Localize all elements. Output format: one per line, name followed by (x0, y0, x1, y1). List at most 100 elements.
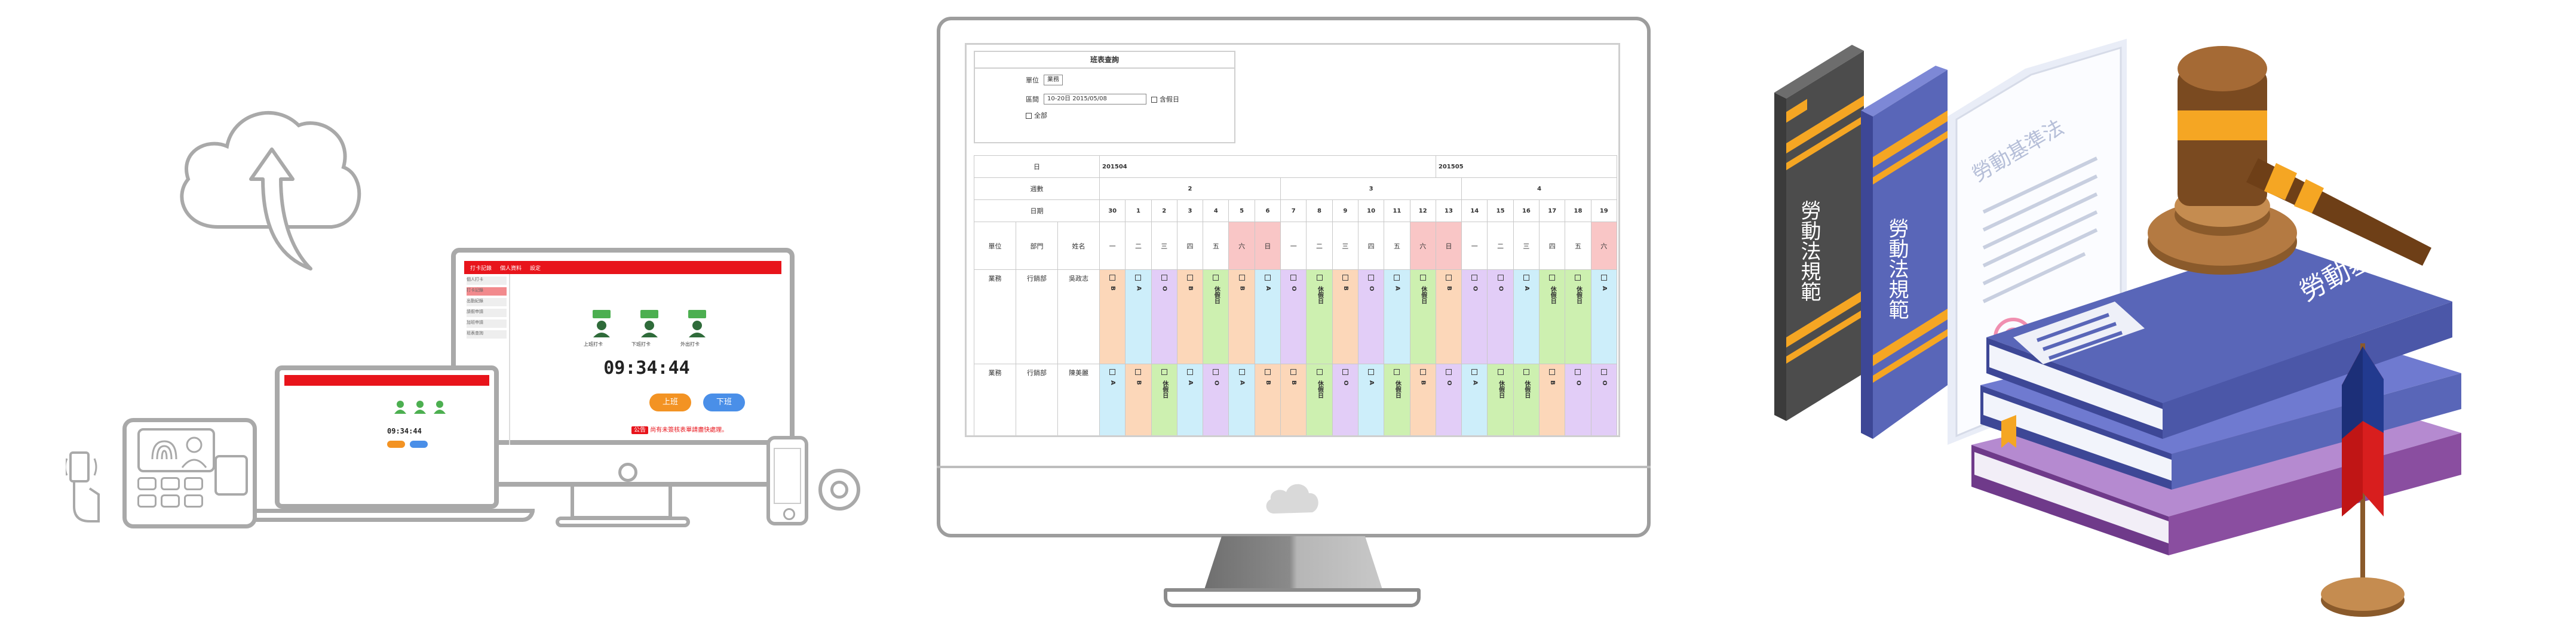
clock-in-button[interactable]: 上班 (649, 394, 691, 411)
punch-label[interactable]: 下班打卡 (631, 342, 651, 347)
sidebar-item[interactable]: 出勤紀錄 (467, 298, 507, 306)
shift-cell[interactable]: 休假日 (1384, 364, 1410, 435)
shift-checkbox[interactable] (1497, 369, 1504, 375)
shift-checkbox[interactable] (1213, 369, 1219, 375)
shift-checkbox[interactable] (1471, 275, 1478, 281)
shift-checkbox[interactable] (1549, 275, 1556, 281)
shift-checkbox[interactable] (1419, 275, 1426, 281)
shift-checkbox[interactable] (1446, 275, 1452, 281)
shift-checkbox[interactable] (1600, 369, 1607, 375)
shift-checkbox[interactable] (1109, 369, 1116, 375)
sidebar-item[interactable]: 班表查詢 (467, 330, 507, 339)
shift-checkbox[interactable] (1187, 275, 1194, 281)
sidebar-item[interactable]: 個人打卡 (467, 276, 507, 285)
laptop-clock-out-button[interactable] (410, 441, 428, 448)
show-all-checkbox[interactable]: 全部 (1026, 110, 1047, 120)
laptop-clock-in-button[interactable] (387, 441, 405, 448)
shift-checkbox[interactable] (1213, 275, 1219, 281)
shift-cell[interactable]: O (1280, 269, 1307, 364)
shift-cell[interactable]: B (1332, 269, 1358, 364)
shift-cell[interactable]: B (1125, 364, 1152, 435)
shift-cell[interactable]: O (1435, 364, 1462, 435)
app-bar-item[interactable]: 個人資料 (500, 265, 522, 272)
shift-checkbox[interactable] (1575, 369, 1581, 375)
shift-checkbox[interactable] (1135, 275, 1142, 281)
shift-checkbox[interactable] (1135, 369, 1142, 375)
shift-cell[interactable]: A (1228, 364, 1255, 435)
shift-checkbox[interactable] (1549, 369, 1556, 375)
shift-checkbox[interactable] (1161, 275, 1167, 281)
clock-out-button[interactable]: 下班 (703, 394, 745, 411)
holiday-checkbox[interactable]: 含假日 (1151, 94, 1179, 104)
shift-cell[interactable]: O (1203, 364, 1229, 435)
shift-cell[interactable]: B (1099, 269, 1126, 364)
sidebar-item[interactable]: 加班申請 (467, 319, 507, 328)
shift-cell[interactable]: A (1125, 269, 1152, 364)
shift-cell[interactable]: A (1176, 364, 1204, 435)
shift-cell[interactable]: 休假日 (1513, 364, 1540, 435)
shift-checkbox[interactable] (1471, 369, 1478, 375)
shift-checkbox[interactable] (1238, 275, 1245, 281)
sidebar-item[interactable]: 請假申請 (467, 309, 507, 317)
dept-select[interactable]: 業務 (1044, 75, 1063, 85)
shift-cell[interactable]: B (1435, 269, 1462, 364)
shift-checkbox[interactable] (1316, 275, 1323, 281)
shift-cell[interactable]: A (1254, 269, 1281, 364)
shift-checkbox[interactable] (1264, 369, 1271, 375)
shift-cell[interactable]: B (1280, 364, 1307, 435)
shift-checkbox[interactable] (1342, 275, 1348, 281)
shift-cell[interactable]: O (1565, 364, 1591, 435)
shift-cell[interactable]: O (1590, 364, 1617, 435)
shift-cell[interactable]: A (1513, 269, 1540, 364)
shift-cell[interactable]: A (1357, 364, 1385, 435)
shift-checkbox[interactable] (1446, 369, 1452, 375)
shift-cell[interactable]: 休假日 (1306, 364, 1333, 435)
shift-checkbox[interactable] (1187, 369, 1194, 375)
shift-checkbox[interactable] (1368, 369, 1375, 375)
shift-cell[interactable]: B (1254, 364, 1281, 435)
shift-checkbox[interactable] (1523, 369, 1529, 375)
shift-cell[interactable]: B (1409, 364, 1436, 435)
shift-cell[interactable]: O (1487, 269, 1514, 364)
shift-cell[interactable]: 休假日 (1203, 269, 1229, 364)
shift-cell[interactable]: 休假日 (1539, 269, 1566, 364)
shift-checkbox[interactable] (1109, 275, 1116, 281)
shift-checkbox[interactable] (1238, 369, 1245, 375)
shift-cell[interactable]: 休假日 (1409, 269, 1436, 364)
shift-cell[interactable]: B (1228, 269, 1255, 364)
shift-cell[interactable]: A (1590, 269, 1617, 364)
shift-cell[interactable]: 休假日 (1487, 364, 1514, 435)
shift-cell[interactable]: B (1176, 269, 1204, 364)
range-select[interactable]: 10-20日 2015/05/08 (1044, 94, 1146, 104)
shift-checkbox[interactable] (1316, 369, 1323, 375)
app-bar-item[interactable]: 設定 (530, 265, 541, 272)
shift-checkbox[interactable] (1497, 275, 1504, 281)
shift-cell[interactable]: O (1357, 269, 1385, 364)
shift-cell[interactable]: A (1384, 269, 1410, 364)
app-bar-item[interactable]: 打卡記錄 (470, 265, 492, 272)
shift-cell[interactable]: 休假日 (1565, 269, 1591, 364)
shift-checkbox[interactable] (1523, 275, 1529, 281)
punch-label[interactable]: 外出打卡 (680, 342, 700, 347)
shift-cell[interactable]: 休假日 (1306, 269, 1333, 364)
shift-cell[interactable]: B (1539, 364, 1566, 435)
shift-checkbox[interactable] (1290, 369, 1297, 375)
shift-checkbox[interactable] (1264, 275, 1271, 281)
shift-cell[interactable]: O (1332, 364, 1358, 435)
punch-label[interactable]: 上班打卡 (584, 342, 603, 347)
shift-checkbox[interactable] (1419, 369, 1426, 375)
shift-checkbox[interactable] (1394, 275, 1400, 281)
shift-checkbox[interactable] (1290, 275, 1297, 281)
shift-checkbox[interactable] (1394, 369, 1400, 375)
shift-cell[interactable]: A (1461, 364, 1488, 435)
shift-cell[interactable]: O (1461, 269, 1488, 364)
shift-checkbox[interactable] (1342, 369, 1348, 375)
shift-checkbox[interactable] (1161, 369, 1167, 375)
shift-cell[interactable]: O (1151, 269, 1177, 364)
shift-checkbox[interactable] (1600, 275, 1607, 281)
shift-cell[interactable]: A (1099, 364, 1126, 435)
shift-checkbox[interactable] (1575, 275, 1581, 281)
sidebar-item-active[interactable]: 打卡記錄 (467, 287, 507, 296)
shift-checkbox[interactable] (1368, 275, 1375, 281)
shift-cell[interactable]: 休假日 (1151, 364, 1177, 435)
